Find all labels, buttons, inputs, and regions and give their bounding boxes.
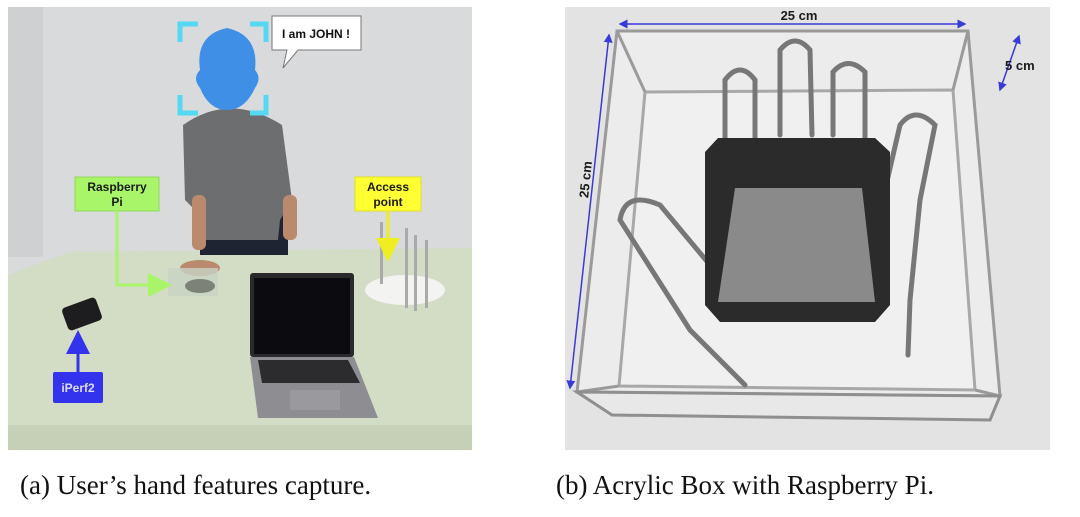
svg-text:point: point bbox=[373, 195, 402, 209]
speech-bubble: I am JOHN ! bbox=[271, 15, 362, 69]
svg-text:Raspberry: Raspberry bbox=[87, 180, 147, 194]
caption-a: (a) User’s hand features capture. bbox=[20, 470, 372, 500]
hand-outline bbox=[617, 38, 938, 388]
photo-acrylic-box: 25 cm 25 cm 5 cm bbox=[565, 7, 1050, 450]
svg-text:iPerf2: iPerf2 bbox=[61, 381, 95, 395]
width-dimension: 25 cm bbox=[618, 8, 967, 29]
face-icon bbox=[196, 28, 259, 110]
photo-setup: I am JOHN ! Raspberry Pi bbox=[8, 7, 472, 450]
caption-b: (b) Acrylic Box with Raspberry Pi. bbox=[556, 470, 934, 500]
raspberry-pi-label: Raspberry Pi bbox=[74, 176, 172, 297]
access-point-label: Access point bbox=[354, 176, 422, 262]
svg-text:Pi: Pi bbox=[111, 195, 122, 209]
svg-text:25 cm: 25 cm bbox=[576, 160, 595, 198]
svg-text:Access: Access bbox=[367, 180, 409, 194]
speech-text: I am JOHN ! bbox=[282, 27, 350, 41]
arrow-icon bbox=[115, 211, 172, 297]
depth-dimension: 25 cm bbox=[566, 33, 613, 390]
raspberry-pi-device bbox=[185, 279, 215, 293]
iperf2-label: iPerf2 bbox=[53, 330, 103, 403]
svg-text:5 cm: 5 cm bbox=[1005, 58, 1035, 73]
phone bbox=[62, 297, 102, 331]
raspberry-pi-case bbox=[705, 138, 890, 322]
laptop bbox=[250, 273, 378, 418]
height-dimension: 5 cm bbox=[998, 34, 1035, 92]
face-detection-bracket-icon bbox=[177, 21, 269, 116]
svg-text:25 cm: 25 cm bbox=[781, 8, 818, 23]
